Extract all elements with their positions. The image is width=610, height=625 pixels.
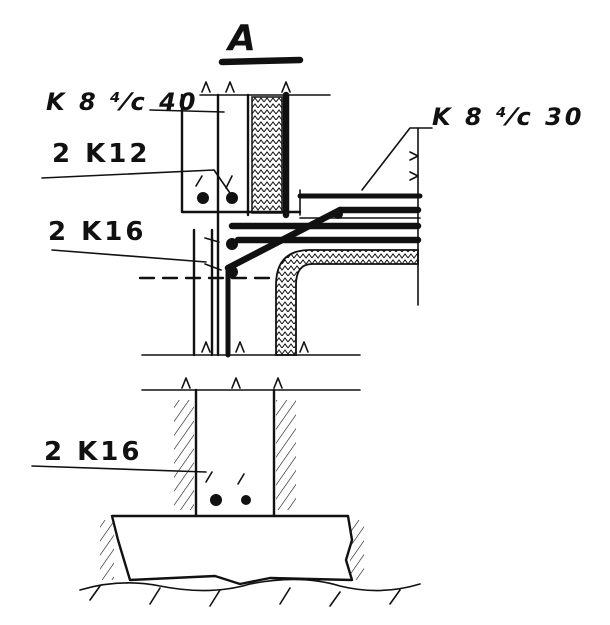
label-mid-bars: 2 K16: [48, 217, 146, 247]
label-top-stirrup: K 8 ⁴⁄c 40: [46, 88, 199, 116]
section-title: A: [225, 18, 259, 59]
section-title-group: A: [218, 18, 304, 66]
wall-top-break-marks: [201, 81, 291, 93]
leader-slab-stirrup: [361, 127, 433, 191]
rebar-footing-left: [210, 494, 222, 506]
label-slab-stirrup: K 8 ⁴⁄c 30: [432, 103, 585, 131]
floor-slab: [204, 127, 423, 306]
foundation-wall: [141, 377, 361, 518]
ring-beam-stirrup: [180, 93, 302, 214]
soffit-insulation-shape: [275, 249, 419, 356]
upper-wall: [199, 81, 331, 357]
rebar-top-right: [226, 192, 238, 204]
footing-stirrup-hooks: [205, 471, 245, 485]
rebar-slab-end: [333, 209, 343, 219]
soil-hatch-footing-left: [100, 520, 114, 580]
label-footing-bars: 2 K16: [44, 437, 142, 467]
soil-hatch-footing-right: [350, 520, 364, 580]
soffit-insulation: [275, 249, 419, 356]
lower-wall-upper-segment: [141, 228, 361, 358]
ground-marks: [89, 585, 401, 607]
footing-outline: [110, 514, 354, 586]
soil-hatch-right: [276, 400, 296, 510]
footing: [79, 514, 421, 607]
rebar-mid-1: [226, 238, 238, 250]
leader-top-bars: [41, 169, 215, 179]
rebar-top-left: [197, 192, 209, 204]
leader-mid-bars: [51, 249, 207, 263]
ground-line: [79, 578, 421, 592]
label-top-bars: 2 K12: [52, 139, 150, 169]
wall-insulation: [251, 96, 283, 214]
slab-break-marks: [409, 151, 419, 181]
section-title-underline: [218, 56, 304, 66]
rebar-footing-right: [241, 495, 251, 505]
lower-break-marks: [201, 341, 309, 353]
leader-top-stirrup: [149, 109, 225, 113]
foundation-break-marks: [181, 377, 283, 389]
stirrup-hooks: [195, 175, 233, 189]
soil-hatch-left: [174, 400, 194, 510]
stirrup-outline: [180, 93, 302, 214]
